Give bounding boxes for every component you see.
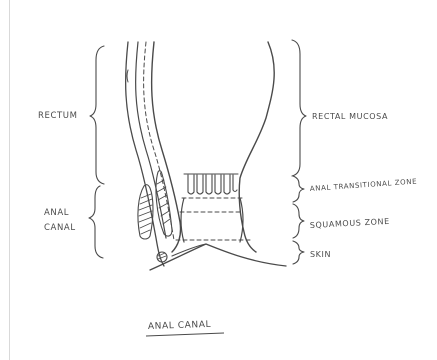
label-rectum: RECTUM bbox=[38, 111, 78, 121]
skin-bracket bbox=[293, 241, 304, 264]
wall-squiggle bbox=[127, 70, 128, 82]
label-squamous-zone: SQUAMOUS ZONE bbox=[310, 217, 390, 230]
label-skin: SKIN bbox=[310, 250, 331, 259]
anal-canal-bracket bbox=[89, 186, 103, 258]
squamous-zone-bracket bbox=[293, 204, 304, 238]
paper-edge bbox=[9, 0, 10, 360]
skin-contour bbox=[150, 244, 286, 270]
anal-columns bbox=[184, 174, 238, 194]
label-anal-canal-line1: ANAL bbox=[44, 208, 69, 218]
rectal-mucosa-bracket bbox=[292, 40, 306, 176]
external-sphincter-hatching bbox=[139, 194, 152, 234]
rectum-bracket bbox=[90, 46, 104, 184]
left-rectal-wall-inner bbox=[152, 42, 181, 252]
diagram-title: ANAL CANAL bbox=[148, 320, 212, 332]
transitional-zone-bracket bbox=[293, 176, 304, 202]
diagram-title-underline bbox=[146, 333, 224, 336]
label-anal-transitional-zone: ANAL TRANSITIONAL ZONE bbox=[310, 178, 418, 193]
label-anal-canal-line2: CANAL bbox=[44, 223, 76, 233]
label-rectal-mucosa: RECTAL MUCOSA bbox=[312, 112, 388, 121]
squamous-left-wall bbox=[181, 198, 184, 242]
right-rectal-wall bbox=[239, 42, 274, 252]
